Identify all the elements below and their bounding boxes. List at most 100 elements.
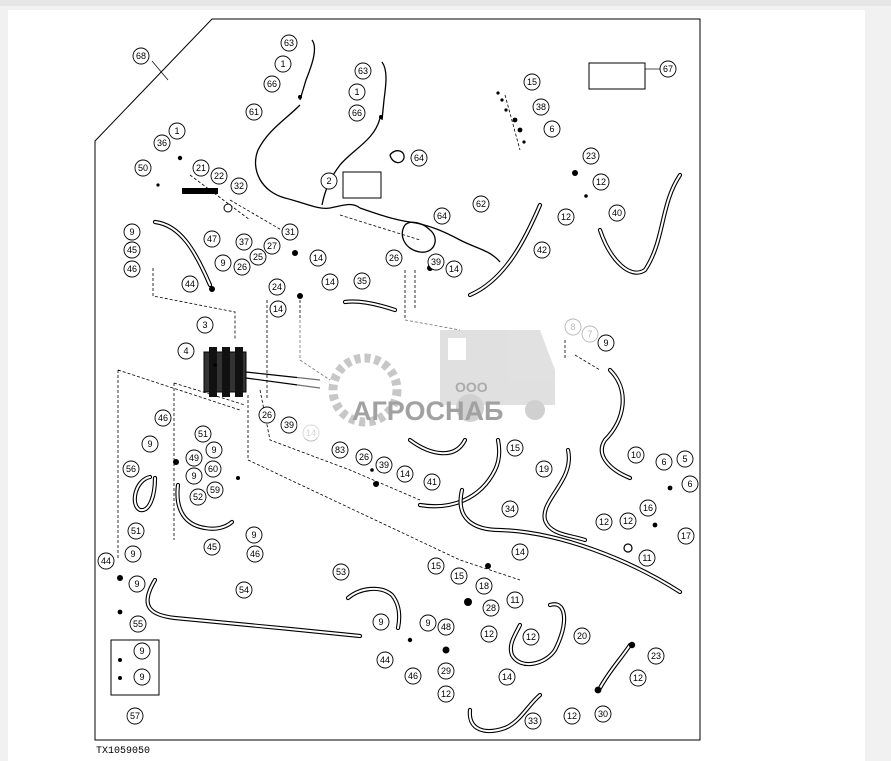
callout-number: 12 xyxy=(441,689,451,699)
callout-66: 66 xyxy=(263,75,281,93)
callout-53: 53 xyxy=(332,563,350,581)
callout-number: 40 xyxy=(612,208,622,218)
callout-number: 3 xyxy=(202,320,207,330)
hose-47 xyxy=(152,219,213,288)
callout-63: 63 xyxy=(280,34,298,52)
callout-number: 63 xyxy=(284,38,294,48)
callout-19: 19 xyxy=(535,460,553,478)
callout-number: 5 xyxy=(682,454,687,464)
callout-54: 54 xyxy=(235,581,253,599)
leader-68 xyxy=(151,60,169,81)
callout-number: 64 xyxy=(414,153,424,163)
dash-route-1 xyxy=(152,268,236,340)
callout-38: 38 xyxy=(532,98,550,116)
callout-number: 47 xyxy=(207,234,217,244)
callout-number: 44 xyxy=(380,655,390,665)
callout-number: 57 xyxy=(130,711,140,721)
callout-number: 15 xyxy=(510,443,520,453)
callout-39: 39 xyxy=(280,416,298,434)
callout-number: 46 xyxy=(127,264,137,274)
callout-number: 12 xyxy=(567,711,577,721)
callout-61: 61 xyxy=(245,103,263,121)
callout-number: 26 xyxy=(389,253,399,263)
callout-12: 12 xyxy=(595,513,613,531)
relay-box-2 xyxy=(342,171,382,199)
callout-64: 64 xyxy=(433,207,451,225)
callout-22: 22 xyxy=(210,167,228,185)
callout-44: 44 xyxy=(181,275,199,293)
wire-harness-61 xyxy=(254,104,361,209)
callout-25: 25 xyxy=(249,248,267,266)
callout-key: 67 xyxy=(659,60,677,78)
callout-number: 15 xyxy=(431,561,441,571)
callout-number: 45 xyxy=(207,542,217,552)
callout-number: 9 xyxy=(603,338,608,348)
callout-8: 8 xyxy=(564,318,582,336)
callout-34: 34 xyxy=(501,500,519,518)
callout-number: 33 xyxy=(528,716,538,726)
callout-number: 9 xyxy=(139,672,144,682)
callout-12: 12 xyxy=(619,512,637,530)
callout-29: 29 xyxy=(437,662,455,680)
callout-number: 12 xyxy=(596,177,606,187)
callout-1: 1 xyxy=(168,122,186,140)
callout-number: 22 xyxy=(214,171,224,181)
callout-number: 38 xyxy=(536,102,546,112)
callout-number: 15 xyxy=(527,77,537,87)
callout-number: 45 xyxy=(127,245,137,255)
dash-route-8 xyxy=(189,174,291,236)
hose-56 xyxy=(132,474,158,513)
callout-number: 64 xyxy=(437,211,447,221)
hose-40 xyxy=(597,172,683,275)
callout-45: 45 xyxy=(123,241,141,259)
callout-37: 37 xyxy=(235,233,253,251)
watermark-prefix: ООО xyxy=(455,379,488,395)
callout-number: 61 xyxy=(249,107,259,117)
callout-2: 2 xyxy=(320,172,338,190)
callout-number: 48 xyxy=(441,622,451,632)
callout-number: 27 xyxy=(267,241,277,251)
callout-14: 14 xyxy=(309,249,327,267)
callout-number: 41 xyxy=(427,477,437,487)
callout-30: 30 xyxy=(594,705,612,723)
callout-number: 14 xyxy=(515,547,525,557)
callout-46: 46 xyxy=(246,545,264,563)
callout-35: 35 xyxy=(353,272,371,290)
callout-56: 56 xyxy=(122,460,140,478)
callout-number: 14 xyxy=(502,672,512,682)
callout-number: 66 xyxy=(352,108,362,118)
callout-number: 83 xyxy=(335,445,345,455)
callout-number: 46 xyxy=(250,549,260,559)
callout-number: 55 xyxy=(133,619,143,629)
callout-number: 9 xyxy=(147,439,152,449)
callout-12: 12 xyxy=(592,173,610,191)
figure-id-label: TX1059050 xyxy=(96,746,150,757)
callout-number: 34 xyxy=(505,504,515,514)
callout-23: 23 xyxy=(582,147,600,165)
callout-62: 62 xyxy=(472,195,490,213)
callout-12: 12 xyxy=(437,685,455,703)
callout-number: 59 xyxy=(210,485,220,495)
callout-26: 26 xyxy=(355,448,373,466)
callout-33: 33 xyxy=(524,712,542,730)
callout-number: 66 xyxy=(267,79,277,89)
wire-harness-61b xyxy=(321,117,381,206)
callout-number: 18 xyxy=(479,581,489,591)
callout-number: 12 xyxy=(623,516,633,526)
watermark: ООО АГРОСНАБ xyxy=(297,318,555,438)
callout-number: 31 xyxy=(285,227,295,237)
callout-number: 12 xyxy=(633,673,643,683)
callout-11: 11 xyxy=(638,549,656,567)
callout-12: 12 xyxy=(522,628,540,646)
dash-route-6 xyxy=(266,300,331,400)
callout-number: 68 xyxy=(136,51,146,61)
callout-number: 44 xyxy=(185,279,195,289)
callout-9: 9 xyxy=(597,334,615,352)
callout-9: 9 xyxy=(214,254,232,272)
callout-number: 32 xyxy=(234,181,244,191)
callout-number: 62 xyxy=(476,199,486,209)
callout-36: 36 xyxy=(153,134,171,152)
callout-number: 50 xyxy=(138,163,148,173)
